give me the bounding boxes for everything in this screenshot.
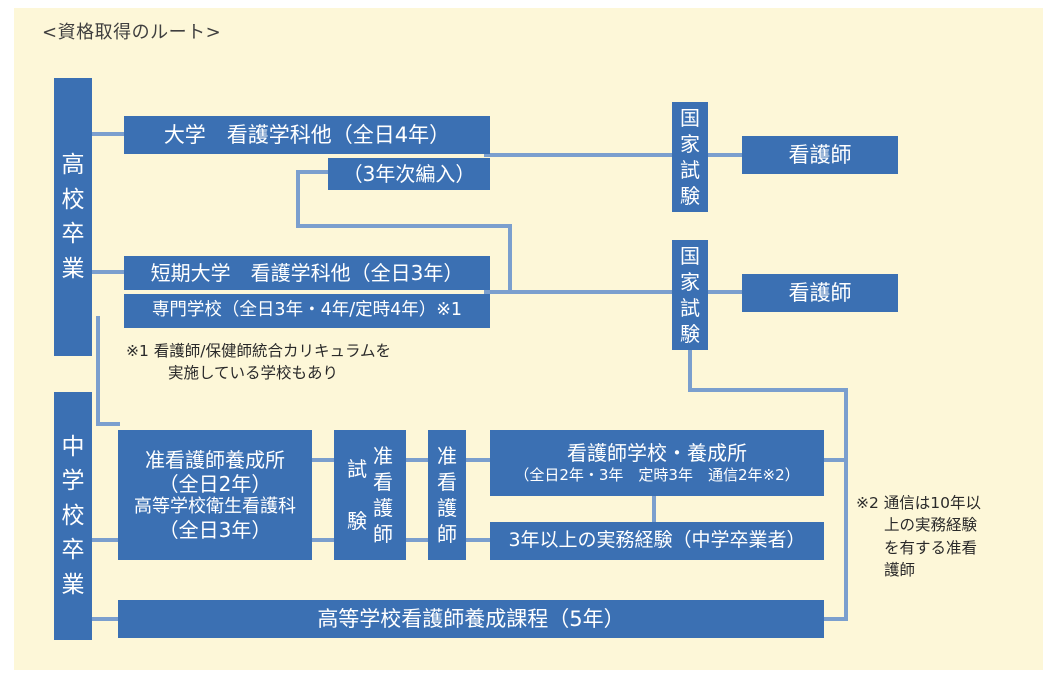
char: 卒: [61, 537, 85, 564]
note-2-line: を有する准看: [884, 538, 978, 557]
connector-transfer-loop-left: [296, 170, 300, 228]
connector-jh-to-fiveyear: [90, 617, 120, 621]
national-exam-box-2: 国 家 試 験: [672, 240, 708, 350]
char: 看: [373, 470, 393, 494]
connector-school-to-right: [822, 458, 848, 462]
national-exam-box-1: 国 家 試 験: [672, 102, 708, 212]
char: 卒: [61, 221, 85, 247]
junior-high-graduate-label: 中 学 校 卒 業: [54, 392, 92, 640]
connector-hs-down: [96, 316, 100, 426]
route-diagram-panel: <資格取得のルート> 高 校 卒 業 中 学 校 卒 業 大学 看護学科他（全日…: [14, 8, 1043, 670]
connector-assocnurse-to-experience: [464, 538, 492, 542]
high-school-graduate-label: 高 校 卒 業: [54, 78, 92, 356]
junior-college-box: 短期大学 看護学科他（全日3年）: [124, 256, 490, 290]
connector-hs-to-assoc: [96, 422, 120, 426]
note-1: ※1 看護師/保健師統合カリキュラムを 実施している学校もあり: [126, 340, 391, 385]
char: 看: [437, 470, 457, 494]
char: 師: [437, 522, 457, 546]
connector-assoc-to-exam-bottom: [310, 538, 336, 542]
char: 学: [61, 468, 85, 495]
char: 国: [680, 244, 700, 268]
diagram-title: <資格取得のルート>: [42, 22, 222, 43]
assoc-training-line: 高等学校衛生看護科: [134, 496, 296, 518]
connector-exam2-down: [688, 343, 692, 391]
assoc-nurse-box: 准 看 護 師: [428, 430, 466, 560]
char: 高: [61, 152, 85, 178]
connector-univ-to-exam1: [484, 153, 674, 157]
connector-assocnurse-to-school: [464, 458, 492, 462]
five-year-course-box: 高等学校看護師養成課程（5年）: [118, 600, 824, 638]
nurse-school-box: 看護師学校・養成所 （全日2年・3年 定時3年 通信2年※2）: [490, 430, 824, 496]
char: 護: [373, 496, 393, 520]
char: 業: [61, 255, 85, 282]
assoc-training-line: （全日3年）: [158, 517, 272, 542]
char: 准: [373, 444, 393, 468]
char: 准: [437, 444, 457, 468]
connector-exam-to-assocnurse-top: [404, 458, 430, 462]
note-2: ※2 通信は10年以 上の実務経験 を有する准看 護師: [856, 492, 981, 582]
assoc-nurse-training-box: 准看護師養成所 （全日2年） 高等学校衛生看護科 （全日3年）: [118, 430, 312, 560]
char: 師: [373, 522, 393, 546]
char: 中: [61, 433, 85, 460]
note-2-line: 護師: [884, 561, 916, 580]
char: 家: [680, 132, 700, 156]
char: 校: [61, 186, 85, 213]
char: 試: [347, 457, 367, 481]
assoc-nurse-exam-box: 試 験 准 看 護 師: [334, 430, 406, 560]
char: 験: [680, 322, 700, 346]
university-box: 大学 看護学科他（全日4年）: [124, 116, 490, 154]
exam-col: 試 験: [347, 456, 367, 534]
vocational-school-box: 専門学校（全日3年・4年/定時4年）※1: [124, 294, 490, 328]
connector-exam-to-assocnurse-bottom: [404, 538, 430, 542]
char: 護: [437, 496, 457, 520]
note-1-line: ※1 看護師/保健師統合カリキュラムを: [126, 342, 392, 360]
nurse-school-detail: （全日2年・3年 定時3年 通信2年※2）: [514, 466, 800, 485]
connector-hs-to-college: [90, 270, 126, 274]
assoc-training-line: 准看護師養成所: [145, 448, 285, 473]
char: 験: [680, 184, 700, 208]
connector-exam1-to-nurse: [704, 153, 744, 157]
note-2-line: 上の実務経験: [884, 516, 978, 535]
note-2-line: ※2 通信は10年以: [856, 494, 981, 512]
char: 試: [680, 296, 700, 320]
note-1-line: 実施している学校もあり: [168, 364, 339, 383]
connector-fiveyear-to-right: [822, 617, 848, 621]
experience-box: 3年以上の実務経験（中学卒業者）: [490, 522, 824, 560]
char: 国: [680, 106, 700, 130]
transfer-box: （3年次編入）: [328, 158, 490, 190]
char: 験: [347, 509, 367, 533]
nurse-box-top: 看護師: [742, 136, 898, 174]
connector-right-vertical: [844, 388, 848, 621]
connector-right-top: [688, 388, 848, 392]
char: 試: [680, 158, 700, 182]
connector-transfer-loop-bottom: [296, 224, 512, 228]
connector-assoc-to-exam-top: [310, 458, 336, 462]
connector-college-to-exam2: [484, 290, 674, 294]
connector-jh-to-assoc: [90, 538, 120, 542]
char: 校: [61, 502, 85, 529]
nurse-school-title: 看護師学校・養成所: [567, 441, 747, 466]
nurse-box-mid: 看護師: [742, 274, 898, 312]
char: 業: [61, 571, 85, 598]
connector-experience-to-school: [652, 496, 656, 522]
char: 家: [680, 270, 700, 294]
assoc-training-line: （全日2年）: [158, 472, 272, 497]
connector-exam2-to-nurse: [704, 290, 744, 294]
assoc-col: 准 看 護 師: [373, 443, 393, 547]
connector-transfer-loop-right: [508, 224, 512, 294]
connector-transfer-loop-top: [296, 170, 330, 174]
connector-hs-to-univ: [90, 132, 126, 136]
